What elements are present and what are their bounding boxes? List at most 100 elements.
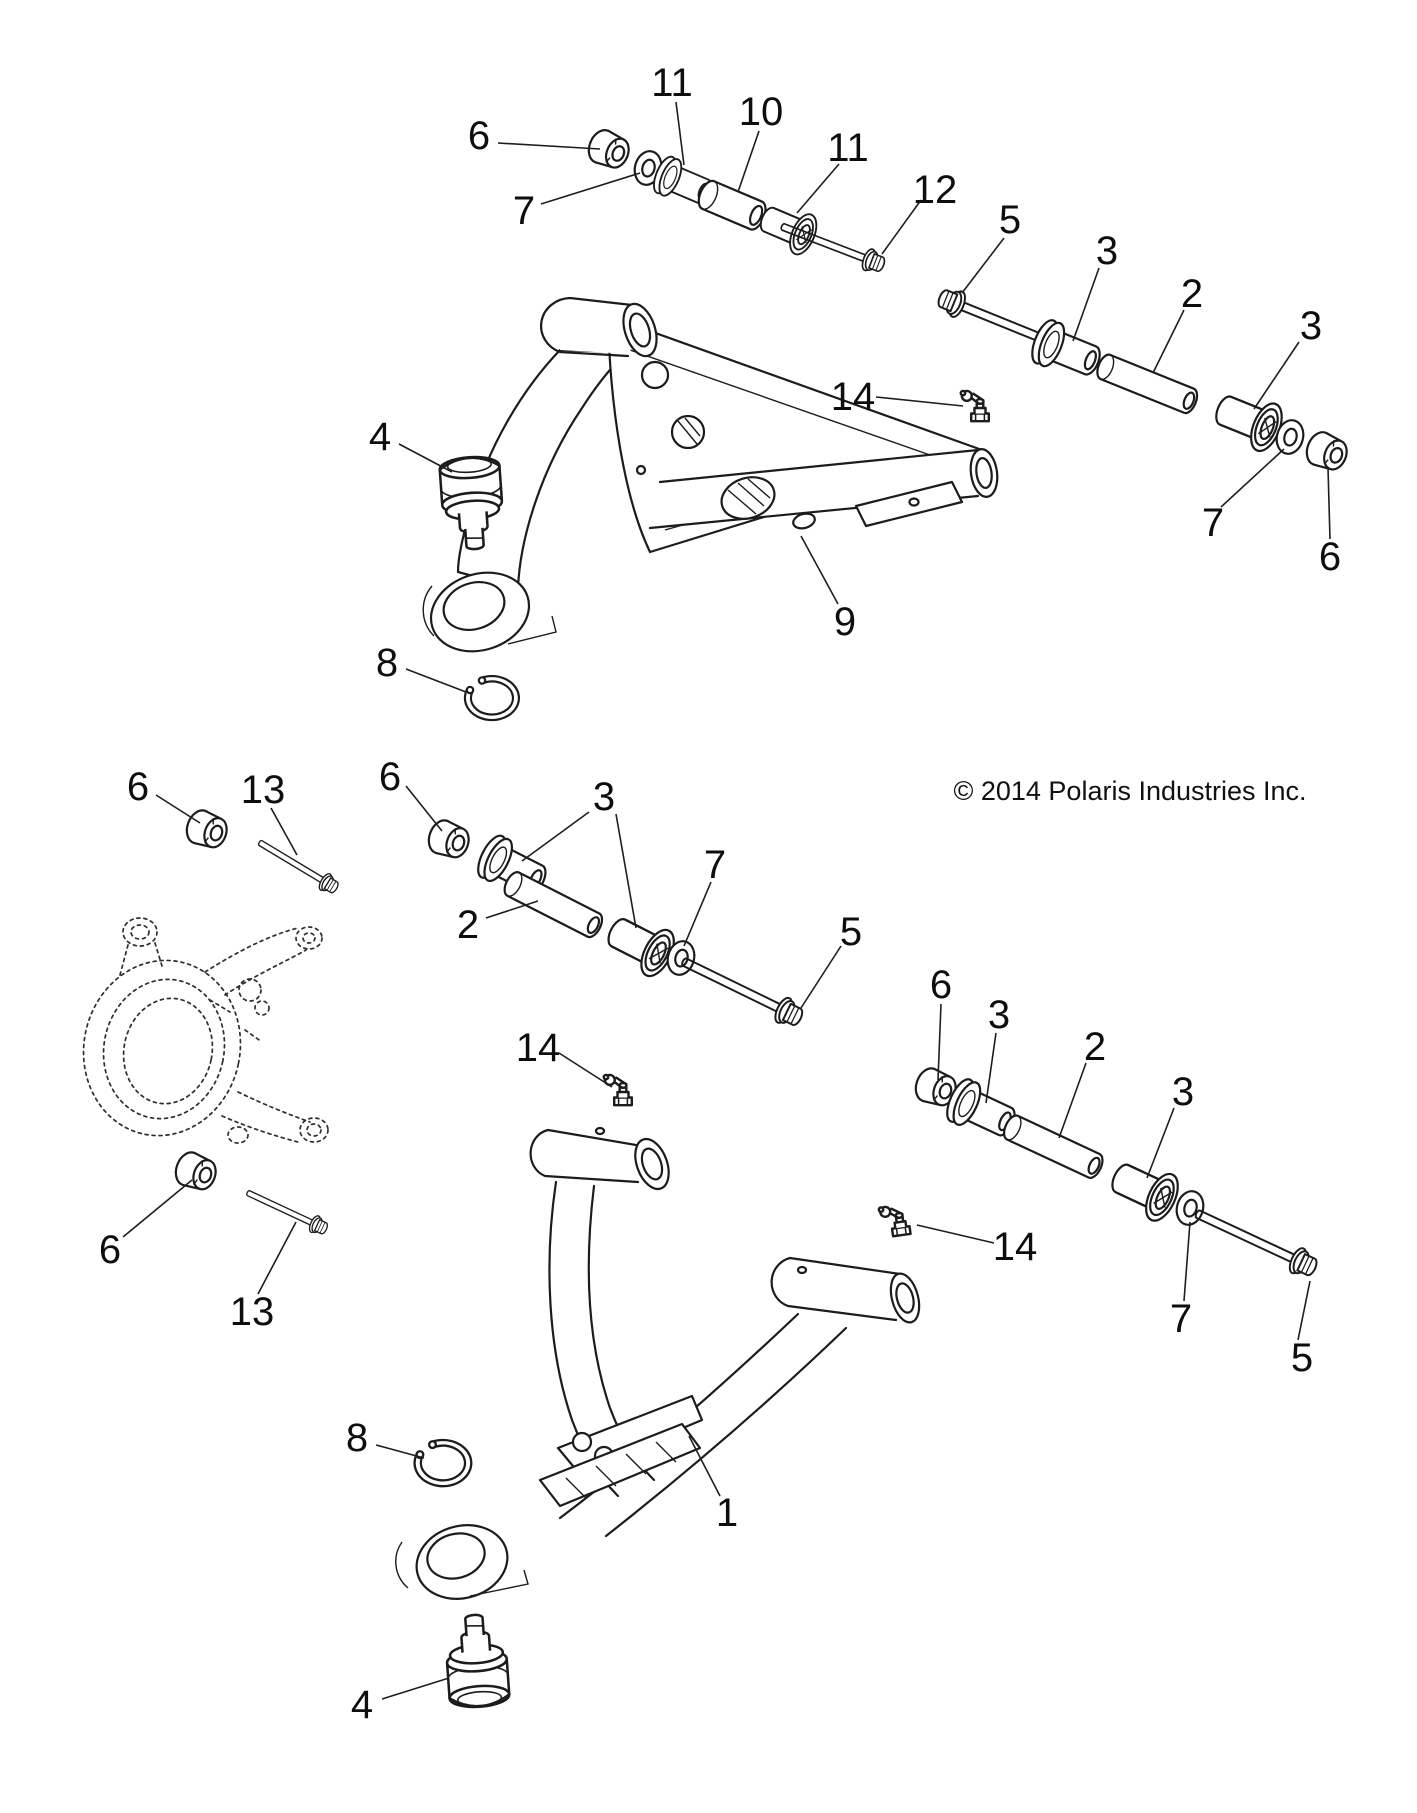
callout-4: 4 xyxy=(369,415,453,473)
part-number-label: 14 xyxy=(516,1026,561,1070)
callout-3: 3 xyxy=(985,993,1010,1104)
pivot-bushing xyxy=(1207,383,1289,457)
callout-leader-line xyxy=(615,813,637,929)
callout-3: 3 xyxy=(521,775,637,929)
part-number-label: 3 xyxy=(1096,229,1118,273)
callout-14: 14 xyxy=(916,1224,1038,1269)
grease-fitting xyxy=(877,1202,912,1239)
part-number-label: 8 xyxy=(376,641,398,685)
callout-leader-line xyxy=(257,1221,297,1295)
part-number-label: 5 xyxy=(999,198,1021,242)
flange-nut xyxy=(423,815,475,864)
callout-leader-line xyxy=(521,811,590,862)
part-number-label: 2 xyxy=(1084,1025,1106,1069)
part-number-label: 7 xyxy=(1170,1297,1192,1341)
part-number-label: 1 xyxy=(716,1491,738,1535)
part-number-label: 6 xyxy=(99,1228,121,1272)
part-number-label: 10 xyxy=(739,90,784,134)
callout-leader-line xyxy=(270,807,298,856)
part-number-label: 14 xyxy=(993,1225,1038,1269)
callout-11: 11 xyxy=(651,61,693,166)
callout-12: 12 xyxy=(881,168,958,255)
callout-leader-line xyxy=(800,535,839,605)
callout-leader-line xyxy=(881,199,922,255)
part-number-label: 7 xyxy=(704,843,726,887)
pivot-spacer xyxy=(693,177,771,234)
flange-nut xyxy=(1301,427,1353,476)
flat-washer xyxy=(1171,1187,1209,1229)
part-number-label: 3 xyxy=(1172,1070,1194,1114)
callout-leader-line xyxy=(688,1435,721,1497)
part-number-label: 7 xyxy=(1202,501,1224,545)
part-number-label: 6 xyxy=(1319,535,1341,579)
flange-nut xyxy=(582,125,635,174)
callout-leader-line xyxy=(375,1444,425,1459)
part-number-label: 3 xyxy=(988,993,1010,1037)
pivot-spacer xyxy=(999,1111,1108,1182)
ball-joint xyxy=(442,1611,512,1711)
callout-leader-line xyxy=(155,794,201,824)
part-number-label: 3 xyxy=(1300,304,1322,348)
callout-6: 6 xyxy=(127,765,201,824)
callout-10: 10 xyxy=(737,90,784,193)
upper-control-arm xyxy=(422,296,999,653)
part-number-label: 9 xyxy=(834,600,856,644)
steering-knuckle xyxy=(82,917,329,1144)
part-number-label: 12 xyxy=(913,168,958,212)
callout-leader-line xyxy=(1220,448,1285,508)
callout-7: 7 xyxy=(1170,1221,1192,1341)
pivot-bolt xyxy=(675,948,808,1032)
part-number-label: 6 xyxy=(127,765,149,809)
callout-leader-line xyxy=(558,1052,613,1088)
callout-leader-line xyxy=(737,130,760,193)
callout-5: 5 xyxy=(800,910,862,1009)
part-number-label: 2 xyxy=(457,903,479,947)
callout-leader-line xyxy=(985,1032,997,1104)
grease-fitting xyxy=(959,389,991,423)
callout-9: 9 xyxy=(800,535,856,644)
callout-6: 6 xyxy=(930,963,952,1081)
part-number-label: 6 xyxy=(379,755,401,799)
callout-1: 1 xyxy=(688,1435,738,1535)
pivot-bushing xyxy=(1025,315,1108,386)
callout-leader-line xyxy=(381,1677,450,1700)
pivot-bolt xyxy=(1189,1200,1322,1282)
flange-nut xyxy=(170,1147,222,1196)
callout-leader-line xyxy=(1152,309,1185,374)
part-number-label: 5 xyxy=(840,910,862,954)
grease-fitting xyxy=(602,1073,634,1107)
callout-leader-line xyxy=(1183,1221,1191,1302)
callout-6: 6 xyxy=(99,1179,193,1272)
pivot-bushing xyxy=(598,906,682,983)
callout-leader-line xyxy=(683,881,712,947)
callout-leader-line xyxy=(800,945,842,1009)
snap-ring xyxy=(463,674,521,722)
callout-5: 5 xyxy=(1291,1280,1313,1380)
callout-leader-line xyxy=(485,900,539,919)
callout-7: 7 xyxy=(1202,448,1285,545)
callout-5: 5 xyxy=(961,198,1021,294)
part-number-label: 13 xyxy=(241,768,286,812)
pivot-spacer xyxy=(1093,351,1202,417)
part-number-label: 11 xyxy=(827,126,869,170)
callout-3: 3 xyxy=(1253,304,1322,410)
callout-leader-line xyxy=(916,1224,995,1244)
part-number-label: 6 xyxy=(930,963,952,1007)
callout-13: 13 xyxy=(230,1221,297,1334)
callout-leader-line xyxy=(961,237,1005,294)
knuckle-bolt xyxy=(253,833,343,898)
callout-leader-line xyxy=(405,668,467,693)
part-number-label: 7 xyxy=(513,189,535,233)
callout-leader-line xyxy=(1253,341,1300,410)
callout-6: 6 xyxy=(1319,467,1341,579)
flange-nut xyxy=(181,805,233,854)
part-number-label: 3 xyxy=(593,775,615,819)
callout-leader-line xyxy=(398,443,453,473)
callout-2: 2 xyxy=(457,900,539,947)
pivot-bushing xyxy=(1103,1151,1186,1227)
callout-8: 8 xyxy=(376,641,467,693)
callout-leader-line xyxy=(405,785,443,832)
part-number-label: 5 xyxy=(1291,1336,1313,1380)
